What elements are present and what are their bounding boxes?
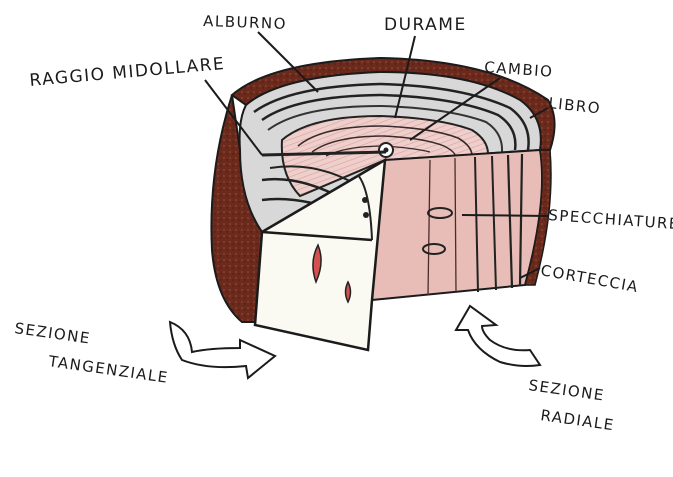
label-specchiature: SPECCHIATURE	[548, 206, 673, 233]
label-sezione-radiale-2: RADIALE	[539, 406, 615, 434]
arrow-radiale	[456, 306, 540, 366]
label-sezione-tangenziale-1: SEZIONE	[13, 319, 91, 348]
label-corteccia: CORTECCIA	[539, 261, 640, 296]
label-durame: DURAME	[384, 15, 467, 35]
radial-face	[372, 150, 551, 300]
label-libro: LIBRO	[548, 94, 602, 117]
label-alburno: ALBURNO	[203, 12, 287, 33]
label-raggio-midollare: RAGGIO MIDOLLARE	[29, 54, 226, 91]
label-sezione-radiale-1: SEZIONE	[527, 376, 605, 405]
arrow-tangenziale	[170, 322, 275, 378]
ray-lens-red	[346, 282, 351, 302]
label-sezione-tangenziale-2: TANGENZIALE	[46, 352, 169, 387]
